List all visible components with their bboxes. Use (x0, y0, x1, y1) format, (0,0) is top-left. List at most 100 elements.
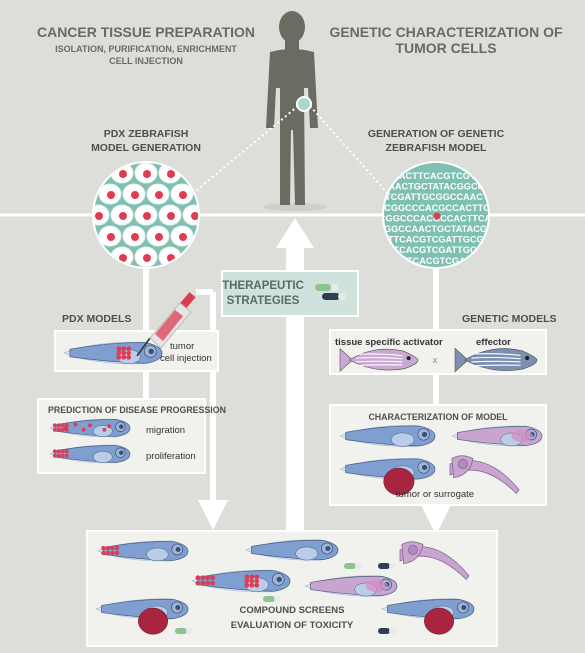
metastasis-spot (81, 427, 86, 432)
tumor-cell (64, 453, 69, 458)
tumor-cell (244, 574, 250, 580)
cell-nucleus (131, 233, 139, 241)
tumor-cell (56, 427, 61, 432)
migration-fish (49, 418, 131, 438)
tumor-mass (138, 607, 169, 635)
tumor-cell (126, 354, 132, 360)
fish-yolk (92, 451, 113, 464)
characterization-panel (329, 404, 547, 506)
adult-stripe (471, 364, 521, 367)
top-left-title: CANCER TISSUE PREPARATION (37, 24, 255, 40)
top-right-title-2: TUMOR CELLS (395, 40, 496, 56)
tumor-cell (110, 550, 115, 556)
central-arrow-base (286, 524, 304, 532)
fish-pupil (461, 604, 467, 611)
tumor-cell (121, 354, 127, 360)
larva-fish (191, 569, 291, 593)
tumor-cell (52, 453, 57, 458)
dna-sequence-line: CCACTTCACGTCGTAT (386, 171, 487, 181)
pill-half (389, 563, 396, 569)
head-tumor (511, 430, 533, 442)
larva-fish (304, 575, 398, 597)
tumor-cell (249, 574, 255, 580)
fish-pupil (276, 576, 282, 583)
pill-half (344, 563, 356, 569)
bent-larva (399, 541, 470, 580)
adult-eye (406, 356, 411, 361)
cell-nucleus (179, 191, 187, 199)
pill-half (274, 596, 281, 602)
adult-stripe (355, 353, 403, 357)
adult-stripe (355, 357, 403, 360)
cell-nucleus (143, 254, 151, 262)
screens-subtitle: EVALUATION OF TOXICITY (231, 620, 354, 631)
tumor-cell (121, 350, 127, 356)
cell-nucleus (131, 191, 139, 199)
characterization-fish-1 (339, 425, 436, 447)
larva-fish (339, 458, 436, 496)
adult-fish (454, 347, 538, 373)
larva-fish (339, 425, 436, 447)
fish-pupil (325, 545, 331, 552)
metastasis-spot (73, 422, 78, 427)
screen-pills-group (175, 563, 396, 634)
fish-yolk (92, 425, 113, 438)
tumor-cell (126, 350, 132, 356)
dna-sequence-line: CACGTCGATTGCGGCCAACTGCTA (358, 192, 514, 202)
dna-sequence-line: CACTTCACGTCGATTGCGGCC (368, 235, 504, 245)
adult-stripe (471, 360, 521, 363)
larva-fish (95, 598, 189, 635)
tumor-surrogate-label: tumor or surrogate (396, 489, 474, 500)
tumor-cell (200, 580, 206, 586)
bent-eye (407, 545, 418, 555)
top-right-title-1: GENETIC CHARACTERIZATION OF (329, 24, 563, 40)
tumor-cell (110, 545, 115, 551)
cell-nucleus (167, 212, 175, 220)
tumor-cell (249, 578, 255, 584)
tumor-cell (56, 423, 61, 428)
cell-nucleus (143, 212, 151, 220)
tumor-cell (205, 580, 211, 586)
effector-label: effector (476, 337, 511, 348)
dna-sequence-circle: CCACTTCACGTCGTATGCAACTGCTATACGGCCACCACGT… (358, 161, 514, 269)
pill-half (378, 628, 390, 634)
head-tumor (365, 579, 388, 593)
pill-half (389, 628, 396, 634)
tumor-cell (52, 423, 57, 428)
pill-half (263, 596, 275, 602)
tumor-cell (101, 545, 106, 551)
adult-fish (339, 348, 419, 372)
adult-eye (525, 355, 530, 361)
screens-title: COMPOUND SCREENS (239, 605, 344, 616)
pdx-label-tumor: tumor (170, 341, 194, 352)
tumor-cell (60, 449, 65, 454)
tumor-cell (244, 582, 250, 588)
genetic-generation-label-1: GENERATION OF GENETIC (368, 128, 505, 140)
activator-adult-fish (339, 348, 419, 372)
pdx-models-title: PDX MODELS (62, 313, 131, 325)
activator-label: tissue specific activator (335, 337, 443, 348)
adult-stripe (355, 364, 403, 367)
tumor-cell (60, 423, 65, 428)
cell-nucleus (107, 191, 115, 199)
tumor-cell (52, 427, 57, 432)
fish-pupil (175, 604, 181, 611)
bent-larva (449, 455, 520, 494)
tumor-cell (121, 346, 127, 352)
genetic-models-title: GENETIC MODELS (462, 313, 557, 325)
fish-pupil (421, 431, 428, 438)
tumor-cell (244, 578, 250, 584)
cell-nucleus (95, 212, 103, 220)
cell-nucleus (191, 212, 198, 220)
dna-sequence-line: TGCGGCCAACTGCTATACGGCC (365, 224, 508, 234)
cell-nucleus (107, 233, 115, 241)
tumor-cell (195, 580, 201, 586)
tumor-cell (60, 427, 65, 432)
tumor-cell (60, 453, 65, 458)
tumor-cell (205, 575, 211, 581)
screen-fish-group (95, 539, 475, 635)
adult-stripe (355, 360, 403, 363)
proliferation-label: proliferation (146, 451, 196, 462)
injected-fish (63, 341, 163, 365)
